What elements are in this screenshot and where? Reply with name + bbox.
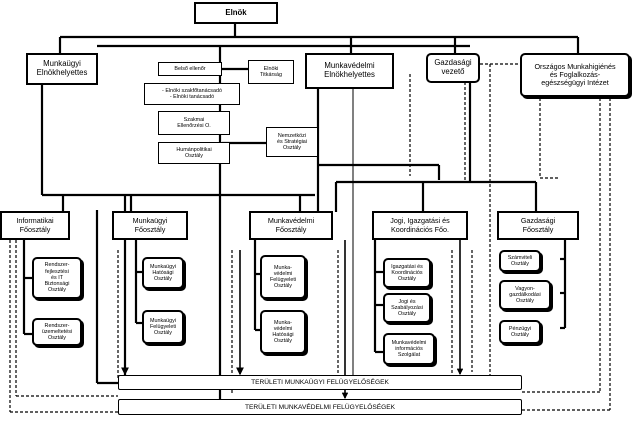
- labour-main-dept-box: Munkaügyi Főosztály: [112, 211, 188, 240]
- admin-coord-dept-box: Igazgatási és Koordinációs Osztály: [383, 258, 431, 288]
- finance-dept-box: Pénzügyi Osztály: [499, 320, 541, 344]
- economic-director-label: Gazdasági vezető: [434, 58, 472, 76]
- vice-president-safety-label: Munkavédelmi Elnökhelyettes: [324, 61, 375, 79]
- legal-codification-dept-box: Jogi és Szabályozási Osztály: [383, 293, 431, 323]
- international-strategy-label: Nemzetközi és Stratégiai Osztály: [277, 132, 307, 152]
- labour-authority-dept-label: Munkaügyi Hatósági Osztály: [149, 263, 177, 283]
- it-dev-dept-label: Rendszer- fejlesztési és IT Biztonsági O…: [44, 262, 70, 294]
- labour-supervision-dept-box: Munkaügyi Felügyeleti Osztály: [142, 310, 184, 344]
- accounting-dept-box: Számviteli Osztály: [499, 250, 541, 272]
- labour-main-dept-label: Munkaügyi Főosztály: [132, 216, 168, 234]
- asset-mgmt-dept-label: Vagyon- gazdálkodási Osztály: [509, 285, 541, 305]
- it-dev-dept-box: Rendszer- fejlesztési és IT Biztonsági O…: [32, 257, 82, 299]
- safety-main-dept-label: Munkavédelmi Főosztály: [267, 216, 315, 234]
- economic-main-dept-box: Gazdasági Főosztály: [497, 211, 579, 240]
- it-ops-dept-box: Rendszer- üzemeltetési Osztály: [32, 318, 82, 346]
- legal-codification-dept-label: Jogi és Szabályozási Osztály: [391, 298, 423, 318]
- professional-control-label: Szakmai Ellenőrzési O.: [177, 116, 211, 129]
- international-strategy-box: Nemzetközi és Stratégiai Osztály: [266, 127, 318, 157]
- internal-auditor-label: Belső ellenőr: [174, 65, 206, 72]
- advisors-box: - Elnöki szakfőtanácsadó - Elnöki tanács…: [144, 83, 240, 105]
- president-label: Elnök: [225, 7, 247, 17]
- national-institute-box: Országos Munkahigiénés és Foglalkozás- e…: [520, 53, 630, 97]
- internal-auditor-box: Belső ellenőr: [158, 62, 222, 76]
- finance-dept-label: Pénzügyi Osztály: [508, 325, 532, 338]
- admin-coord-dept-label: Igazgatási és Koordinációs Osztály: [391, 263, 423, 283]
- safety-supervision-dept-label: Munka- védelmi Felügyeleti Osztály: [269, 264, 297, 290]
- regional-safety-inspectorates-bar: TERÜLETI MUNKAVÉDELMI FELÜGYELŐSÉGEK: [118, 399, 522, 415]
- vice-president-safety-box: Munkavédelmi Elnökhelyettes: [305, 53, 394, 89]
- advisors-label: - Elnöki szakfőtanácsadó - Elnöki tanács…: [162, 87, 222, 100]
- accounting-dept-label: Számviteli Osztály: [507, 254, 533, 267]
- asset-mgmt-dept-box: Vagyon- gazdálkodási Osztály: [499, 280, 551, 310]
- vice-president-labour-box: Munkaügyi Elnökhelyettes: [26, 53, 98, 85]
- safety-info-service-box: Munkavédelmi információs Szolgálat: [383, 333, 435, 365]
- safety-main-dept-box: Munkavédelmi Főosztály: [249, 211, 333, 240]
- safety-info-service-label: Munkavédelmi információs Szolgálat: [391, 339, 427, 359]
- thin-connectors: [330, 89, 354, 379]
- economic-main-dept-label: Gazdasági Főosztály: [520, 216, 556, 234]
- presidential-secretariat-label: Elnöki Titkárság: [260, 65, 282, 78]
- hr-department-box: Humánpolitikai Osztály: [158, 142, 230, 164]
- arrow-connectors: [121, 240, 464, 414]
- labour-authority-dept-box: Munkaügyi Hatósági Osztály: [142, 257, 184, 289]
- dashed-connectors: [9, 63, 611, 413]
- regional-safety-inspectorates-label: TERÜLETI MUNKAVÉDELMI FELÜGYELŐSÉGEK: [244, 403, 396, 411]
- regional-labour-inspectorates-bar: TERÜLETI MUNKAÜGYI FELÜGYELŐSÉGEK: [118, 375, 522, 390]
- labour-supervision-dept-label: Munkaügyi Felügyeleti Osztály: [149, 317, 177, 337]
- safety-supervision-dept-box: Munka- védelmi Felügyeleti Osztály: [260, 255, 306, 299]
- safety-authority-dept-box: Munka- védelmi Hatósági Osztály: [260, 310, 306, 354]
- it-main-dept-box: Informatikai Főosztály: [0, 211, 70, 240]
- economic-director-box: Gazdasági vezető: [426, 53, 480, 83]
- regional-labour-inspectorates-label: TERÜLETI MUNKAÜGYI FELÜGYELŐSÉGEK: [251, 379, 389, 386]
- safety-authority-dept-label: Munka- védelmi Hatósági Osztály: [272, 319, 294, 345]
- national-institute-label: Országos Munkahigiénés és Foglalkozás- e…: [534, 61, 616, 88]
- presidential-secretariat-box: Elnöki Titkárság: [248, 60, 294, 84]
- president-box: Elnök: [194, 2, 278, 24]
- legal-main-dept-label: Jogi, Igazgatási és Koordinációs Főo.: [390, 216, 450, 234]
- professional-control-box: Szakmai Ellenőrzési O.: [158, 111, 230, 135]
- it-main-dept-label: Informatikai Főosztály: [16, 216, 54, 234]
- hr-department-label: Humánpolitikai Osztály: [176, 146, 212, 159]
- vice-president-labour-label: Munkaügyi Elnökhelyettes: [36, 59, 88, 77]
- legal-main-dept-box: Jogi, Igazgatási és Koordinációs Főo.: [372, 211, 468, 240]
- it-ops-dept-label: Rendszer- üzemeltetési Osztály: [41, 322, 73, 342]
